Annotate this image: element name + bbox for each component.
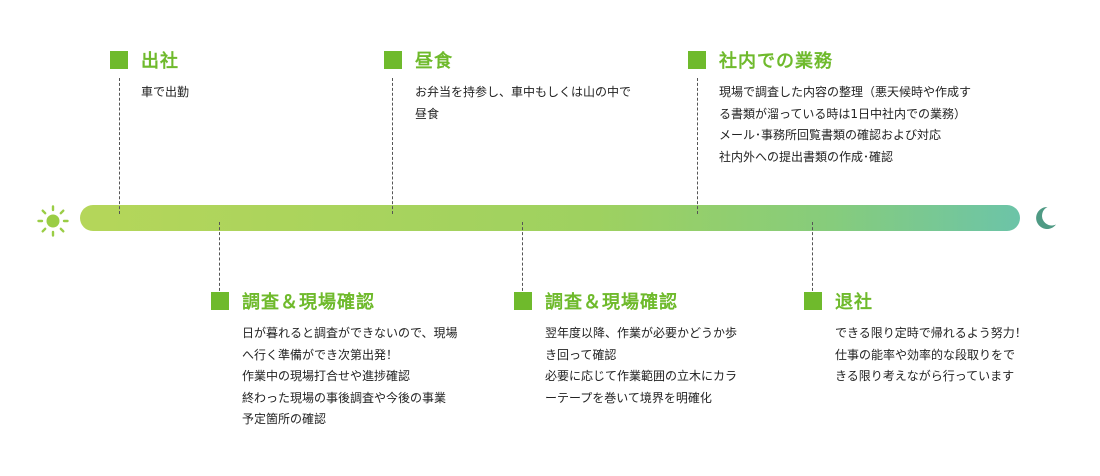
event-marker	[688, 51, 706, 69]
event-description: 現場で調査した内容の整理（悪天候時や作成す る書類が溜っている時は1日中社内での…	[719, 82, 971, 168]
description-line: 必要に応じて作業範囲の立木にカラ	[545, 369, 738, 383]
sun-icon	[37, 205, 69, 237]
event-description: お弁当を持参し、車中もしくは山の中で 昼食	[415, 82, 631, 125]
event-description: できる限り定時で帰れるよう努力！ 仕事の能率や効率的な段取りをで きる限り考えな…	[835, 323, 1027, 388]
event-field-check-1: 調査＆現場確認 日が暮れると調査ができないので、現場 へ行く準備ができ次第出発！…	[211, 289, 458, 431]
event-marker	[384, 51, 402, 69]
description-line: ーテープを巻いて境界を明確化	[545, 390, 712, 405]
timeline-bar	[80, 205, 1020, 231]
event-marker	[514, 292, 532, 310]
connector-leave	[812, 222, 813, 296]
connector-field-check-1	[219, 222, 220, 296]
event-title: 昼食	[415, 51, 453, 72]
description-line: メール･事務所回覧書類の確認および対応	[719, 128, 942, 142]
event-leave: 退社 できる限り定時で帰れるよう努力！ 仕事の能率や効率的な段取りをで きる限り…	[804, 289, 1027, 388]
event-description: 日が暮れると調査ができないので、現場 へ行く準備ができ次第出発！ 作業中の現場打…	[242, 323, 458, 431]
event-title: 出社	[141, 51, 179, 72]
connector-arrival	[119, 78, 120, 214]
event-title: 社内での業務	[719, 51, 833, 72]
event-field-check-2: 調査＆現場確認 翌年度以降、作業が必要かどうか歩 き回って確認 必要に応じて作業…	[514, 289, 737, 409]
event-description: 翌年度以降、作業が必要かどうか歩 き回って確認 必要に応じて作業範囲の立木にカラ…	[545, 323, 737, 409]
event-title: 退社	[835, 292, 873, 313]
description-line: 社内外への提出書類の作成･確認	[719, 149, 894, 164]
connector-lunch	[392, 78, 393, 214]
description-line: 仕事の能率や効率的な段取りをで	[835, 347, 1016, 362]
event-marker	[804, 292, 822, 310]
description-line: へ行く準備ができ次第出発！	[242, 347, 399, 362]
description-line: 終わった現場の事後調査や今後の事業	[242, 390, 447, 405]
description-line: 日が暮れると調査ができないので、現場	[242, 326, 458, 340]
description-line: る書類が溜っている時は1日中社内での業務）	[719, 106, 967, 121]
event-title: 調査＆現場確認	[545, 292, 678, 313]
description-line: 作業中の現場打合せや進捗確認	[242, 369, 411, 383]
event-lunch: 昼食 お弁当を持参し、車中もしくは山の中で 昼食	[384, 48, 631, 125]
connector-field-check-2	[522, 222, 523, 296]
description-line: 現場で調査した内容の整理（悪天候時や作成す	[719, 85, 972, 99]
event-office-work: 社内での業務 現場で調査した内容の整理（悪天候時や作成す る書類が溜っている時は…	[688, 48, 971, 168]
event-description: 車で出勤	[141, 82, 189, 104]
description-line: 昼食	[415, 106, 440, 121]
connector-office-work	[697, 78, 698, 214]
description-line: 予定箇所の確認	[242, 412, 327, 426]
description-line: できる限り定時で帰れるよう努力！	[835, 326, 1027, 340]
event-title: 調査＆現場確認	[242, 292, 375, 313]
event-arrival: 出社 車で出勤	[110, 48, 189, 104]
description-line: お弁当を持参し、車中もしくは山の中で	[415, 85, 632, 99]
description-line: きる限り考えながら行っています	[835, 369, 1015, 383]
description-line: き回って確認	[545, 347, 617, 362]
event-marker	[110, 51, 128, 69]
event-marker	[211, 292, 229, 310]
description-line: 翌年度以降、作業が必要かどうか歩	[545, 326, 738, 340]
description-line: 車で出勤	[141, 85, 190, 99]
moon-icon	[1036, 206, 1056, 229]
